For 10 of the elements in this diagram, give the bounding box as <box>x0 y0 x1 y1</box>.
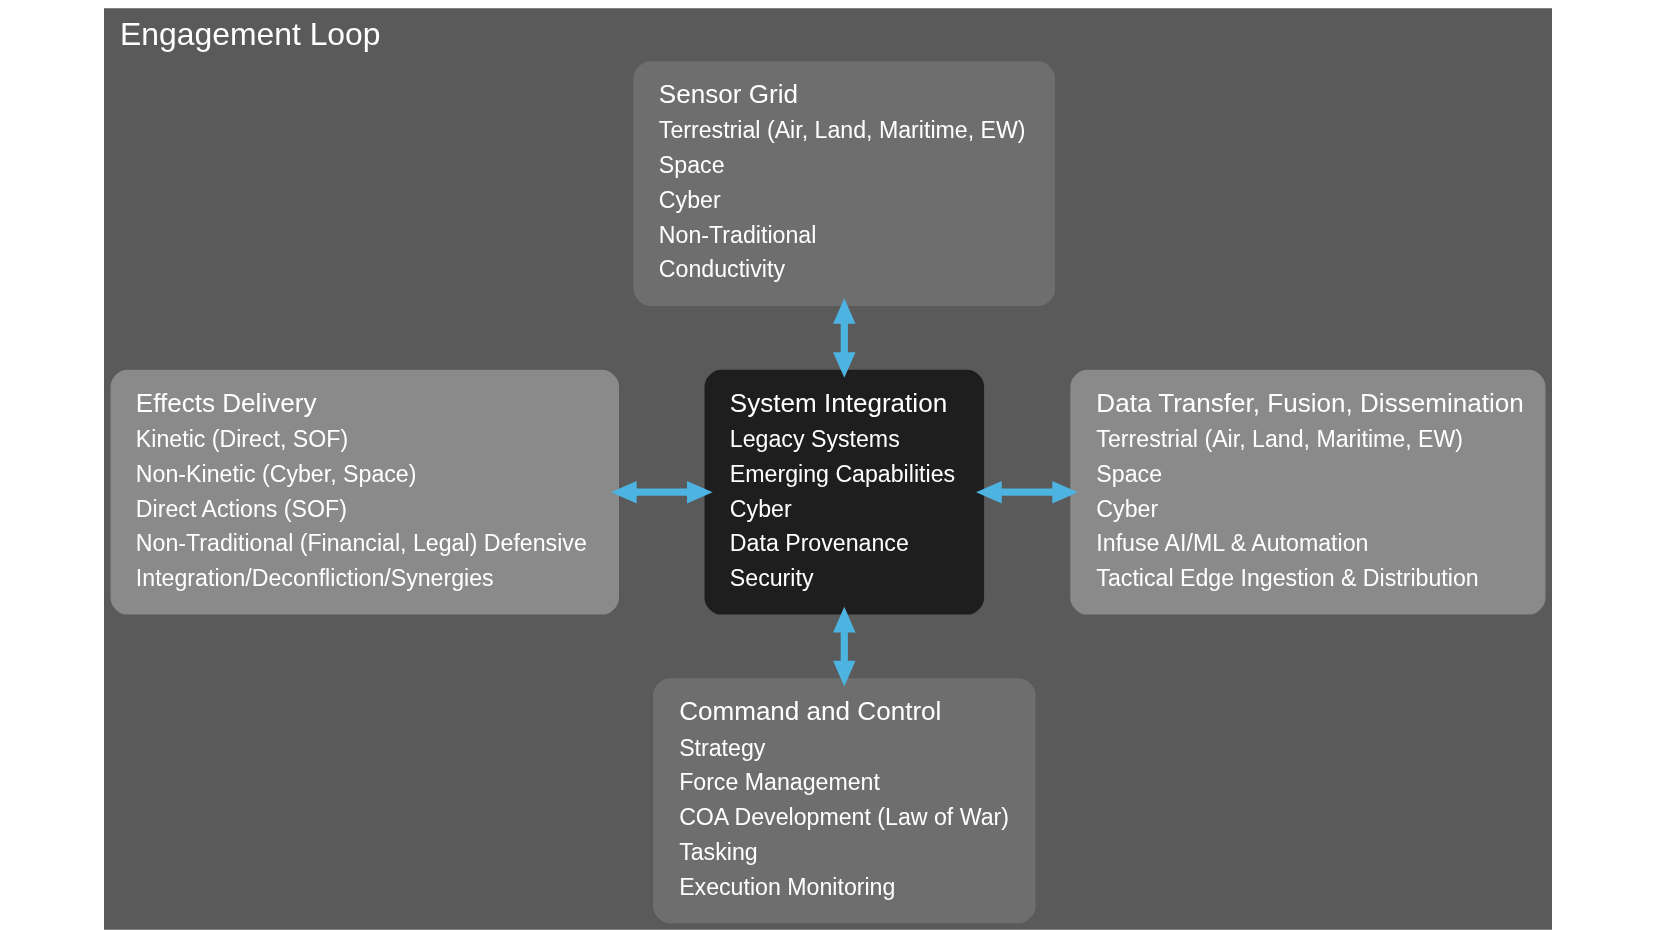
node-box: System Integration Legacy Systems Emerging Capabilities Cyber Data Provenance Security <box>703 368 986 617</box>
arrow <box>976 480 1078 504</box>
node-box: Effects Delivery Kinetic (Direct, SOF) Non-Kinetic (Cyber, Space) Direct Actions (SOF) Non-Traditional (Financial, Legal) Defensive Integration/Deconfliction/Synergies <box>109 368 621 617</box>
node-box: Command and Control Strategy Force Management COA Development (Law of War) Tasking Execution Monitoring <box>651 676 1037 925</box>
arrow <box>610 480 713 504</box>
node-box: Sensor Grid Terrestrial (Air, Land, Maritime, EW) Space Cyber Non-Traditional Conductivity <box>632 59 1057 308</box>
arrow <box>833 606 856 687</box>
node-box: Data Transfer, Fusion, Dissemination Terrestrial (Air, Land, Maritime, EW) Space Cyber Infuse AI/ML & Automation Tactical Edge Ingestion & Distribution <box>1068 368 1547 617</box>
arrow <box>833 298 856 378</box>
diagram-title: Engagement Loop <box>120 16 381 53</box>
